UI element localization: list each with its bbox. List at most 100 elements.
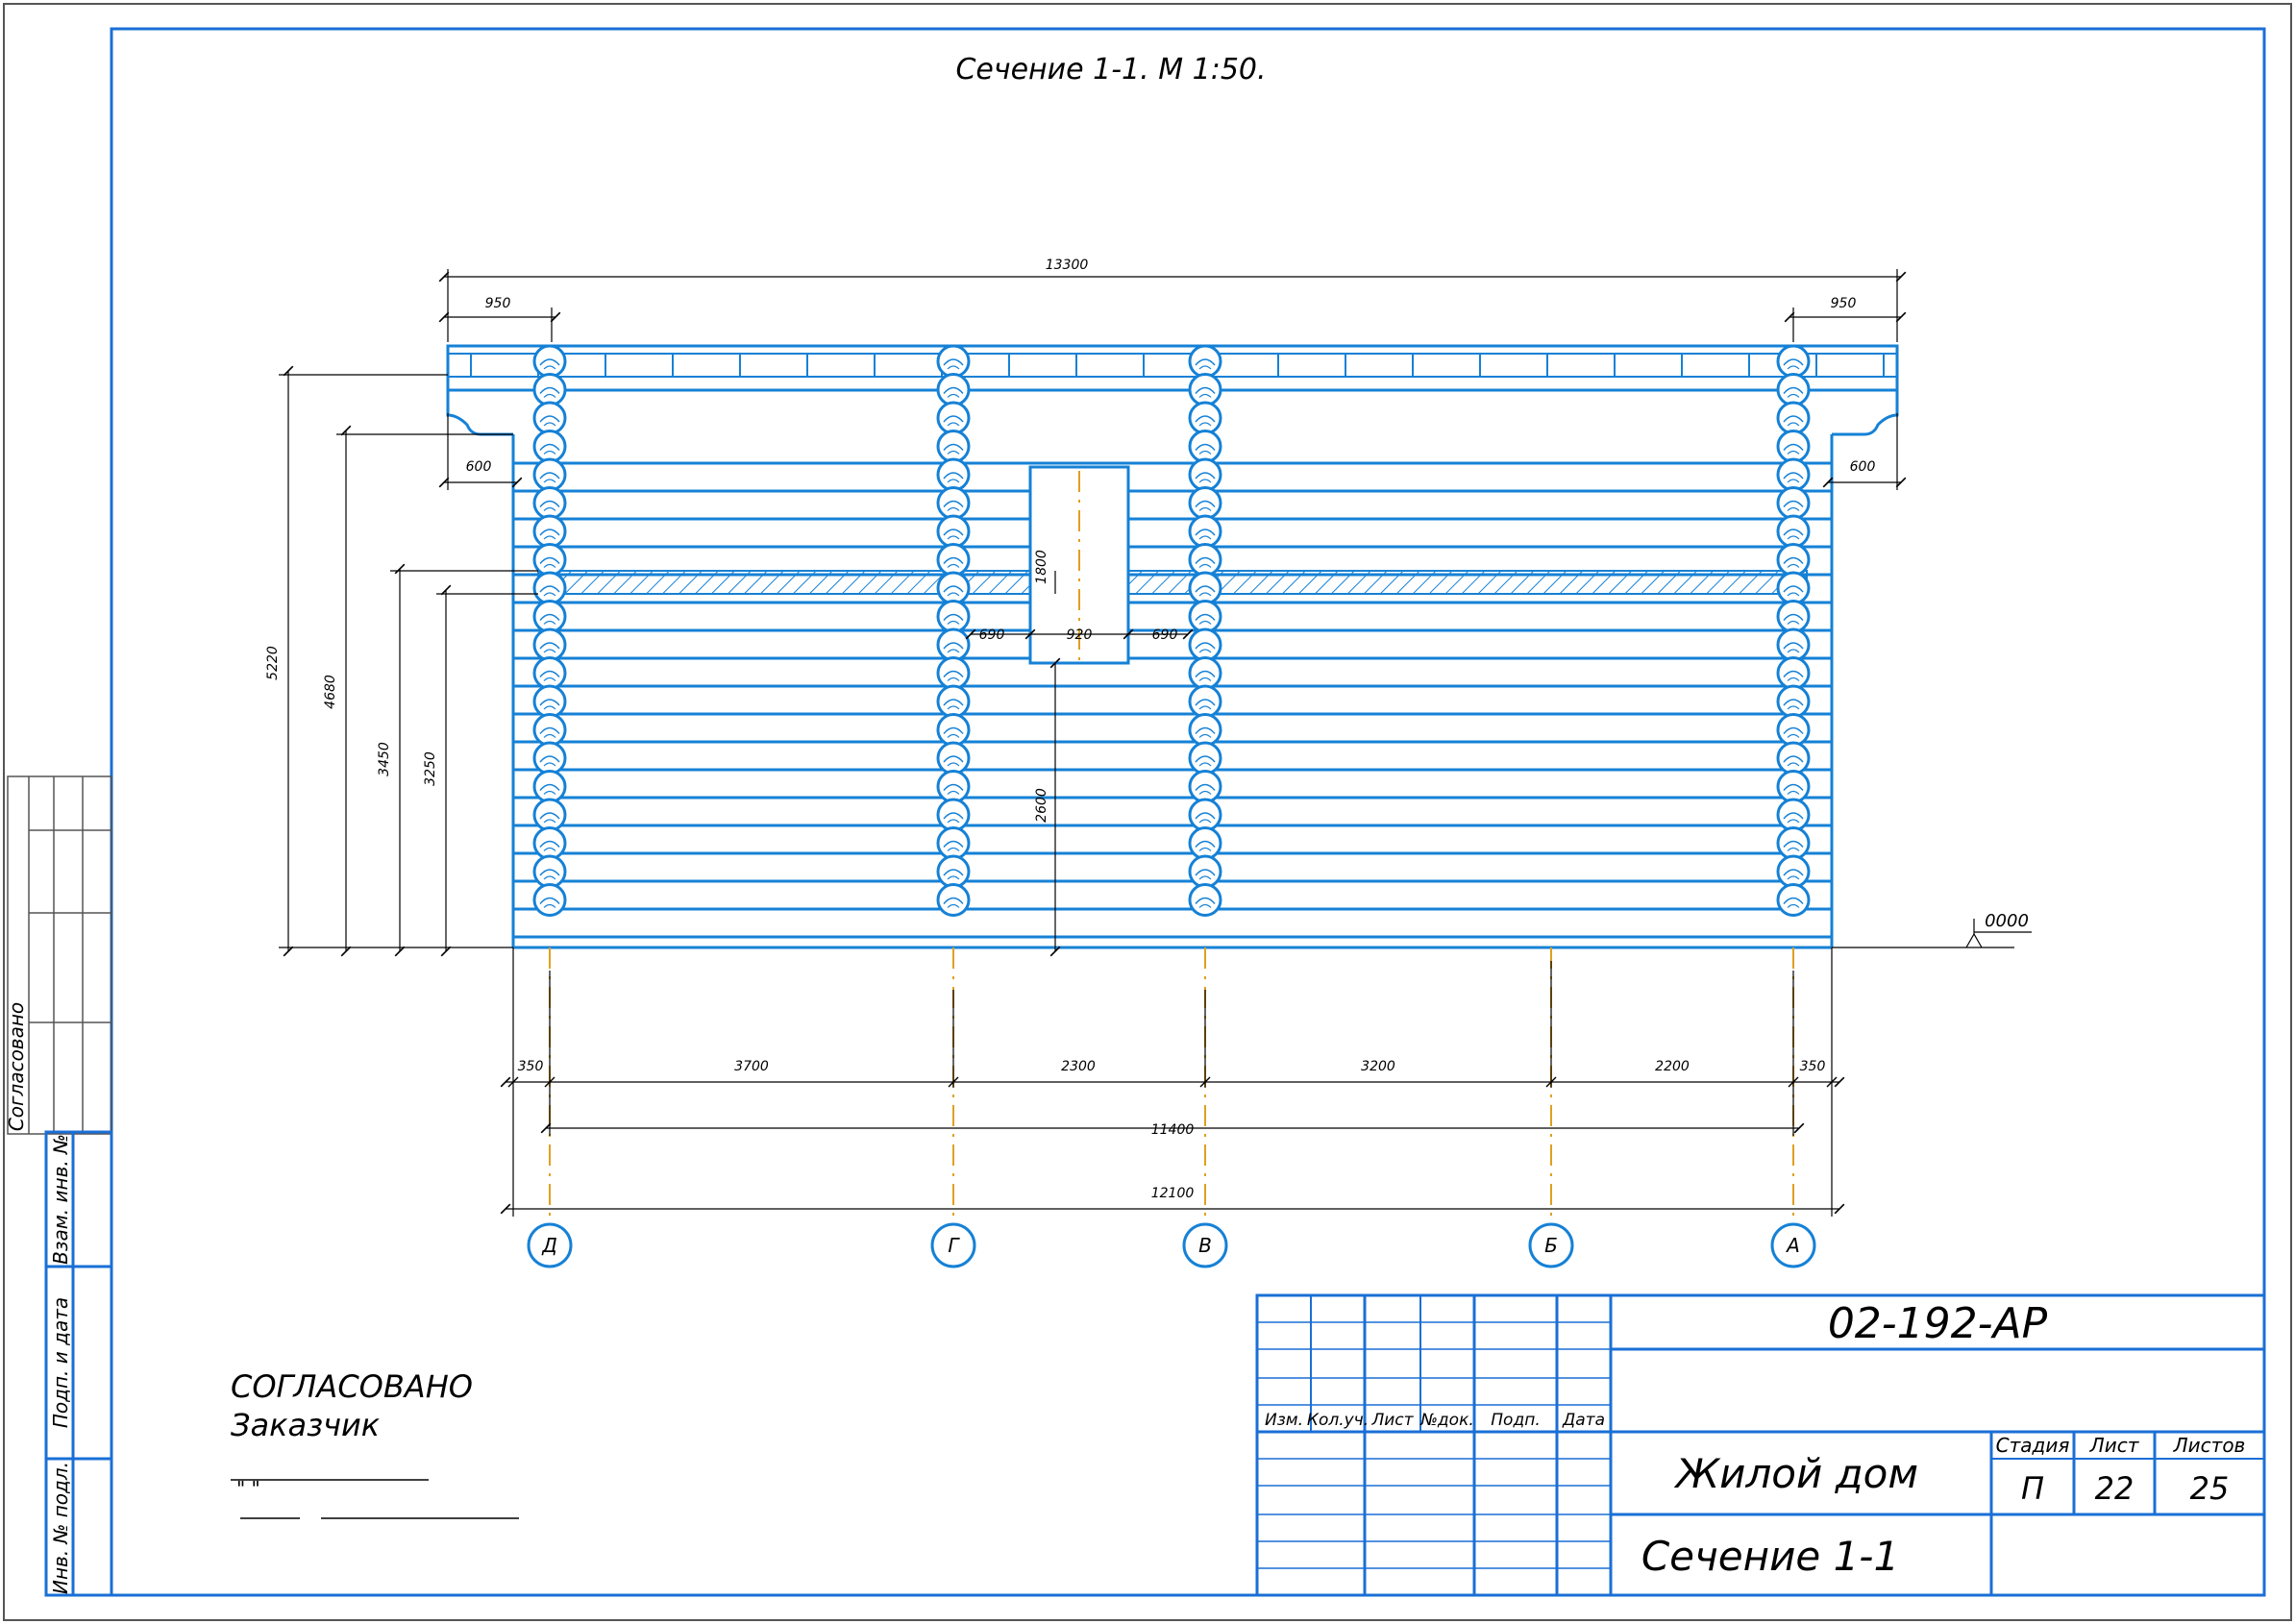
axis-marker-d: Д bbox=[527, 1222, 573, 1268]
side-agreed-label: Согласовано bbox=[5, 1002, 28, 1131]
log-end bbox=[532, 457, 567, 492]
log-end bbox=[1776, 600, 1811, 633]
side-inv-replace-label: Взам. инв. № bbox=[49, 1134, 72, 1265]
log-end bbox=[1776, 571, 1811, 605]
log-column bbox=[1776, 344, 1811, 917]
title-block bbox=[1255, 1293, 2266, 1597]
log-end bbox=[936, 770, 971, 803]
log-end bbox=[936, 854, 971, 889]
log-end bbox=[1188, 401, 1222, 435]
log-column bbox=[936, 344, 971, 917]
log-end bbox=[1188, 514, 1222, 549]
approval-quote: " " bbox=[236, 1477, 260, 1500]
svg-text:Д: Д bbox=[541, 1234, 557, 1257]
log-end bbox=[936, 627, 971, 662]
log-end bbox=[936, 430, 971, 463]
log-end bbox=[532, 798, 567, 832]
log-end bbox=[1776, 373, 1811, 406]
log-end bbox=[532, 741, 567, 775]
tb-col-izm: Изм. bbox=[1265, 1411, 1303, 1430]
log-end bbox=[1188, 713, 1222, 747]
axis-marker-g: Г bbox=[930, 1222, 976, 1268]
log-end bbox=[532, 854, 567, 889]
log-end bbox=[1188, 741, 1222, 775]
log-end bbox=[1188, 543, 1222, 577]
log-end bbox=[532, 883, 567, 917]
log-end bbox=[936, 571, 971, 605]
log-end bbox=[1776, 457, 1811, 492]
log-end bbox=[936, 798, 971, 832]
dimension-labels: 13300 950 950 600 600 5220 4680 3450 325… bbox=[265, 258, 2029, 1201]
tb-col-ndok: №док. bbox=[1419, 1411, 1474, 1430]
dim-1800: 1800 bbox=[1034, 550, 1049, 584]
dim-4680: 4680 bbox=[323, 675, 338, 709]
side-stamp bbox=[7, 775, 113, 1597]
log-end bbox=[1188, 656, 1222, 690]
tb-col-podp: Подп. bbox=[1491, 1411, 1540, 1430]
log-courses bbox=[513, 461, 1832, 939]
log-end bbox=[936, 344, 971, 379]
roof-rafters bbox=[448, 354, 1897, 378]
log-end bbox=[1776, 798, 1811, 832]
tb-sheet-value: 22 bbox=[2095, 1470, 2135, 1507]
roof-slab bbox=[446, 344, 1899, 392]
log-end bbox=[936, 543, 971, 577]
tb-stage-label: Стадия bbox=[1996, 1434, 2070, 1457]
dim-2600: 2600 bbox=[1034, 788, 1049, 823]
drawing-title: Сечение 1-1. М 1:50. bbox=[955, 53, 1266, 86]
log-end bbox=[1188, 600, 1222, 633]
log-end bbox=[1188, 344, 1222, 379]
axis-markers: Д Г В Б А bbox=[527, 1222, 1816, 1268]
dim-bottom-5: 2200 bbox=[1655, 1059, 1690, 1074]
axis-marker-a: А bbox=[1770, 1222, 1816, 1268]
eave-right bbox=[1832, 390, 1899, 436]
drawing-frame bbox=[110, 27, 2266, 1597]
log-end bbox=[936, 486, 971, 520]
tb-sheet-label: Лист bbox=[2089, 1434, 2140, 1457]
log-end bbox=[1776, 486, 1811, 520]
svg-text:Г: Г bbox=[948, 1234, 960, 1257]
log-column bbox=[1188, 344, 1222, 917]
svg-text:Б: Б bbox=[1544, 1234, 1558, 1257]
log-end bbox=[1776, 401, 1811, 435]
svg-text:В: В bbox=[1198, 1234, 1212, 1257]
dim-3450: 3450 bbox=[377, 742, 392, 776]
log-end bbox=[1776, 430, 1811, 463]
log-end bbox=[1776, 543, 1811, 577]
tb-building: Жилой дом bbox=[1673, 1450, 1918, 1497]
log-end bbox=[532, 514, 567, 549]
approval-customer: Заказчик bbox=[231, 1407, 381, 1443]
dim-690-left: 690 bbox=[979, 627, 1005, 643]
side-sign-date-label: Подп. и дата bbox=[49, 1297, 72, 1428]
dim-bottom-3: 2300 bbox=[1061, 1059, 1096, 1074]
dim-600-right: 600 bbox=[1850, 459, 1876, 475]
log-end bbox=[1776, 826, 1811, 860]
log-end bbox=[1188, 854, 1222, 889]
svg-text:А: А bbox=[1785, 1234, 1800, 1257]
axis-marker-b: Б bbox=[1528, 1222, 1574, 1268]
log-end bbox=[936, 684, 971, 719]
axis-marker-v: В bbox=[1182, 1222, 1228, 1268]
tb-code: 02-192-АР bbox=[1828, 1299, 2048, 1348]
log-end bbox=[532, 344, 567, 379]
dim-bottom-6: 350 bbox=[1800, 1059, 1826, 1074]
tb-stage-value: П bbox=[2021, 1470, 2044, 1507]
dim-690-right: 690 bbox=[1152, 627, 1178, 643]
tb-col-data: Дата bbox=[1562, 1411, 1605, 1430]
dimensions bbox=[279, 269, 2032, 1217]
log-end bbox=[1188, 373, 1222, 406]
log-end bbox=[1188, 684, 1222, 719]
log-end bbox=[1188, 826, 1222, 860]
approval-title: СОГЛАСОВАНО bbox=[231, 1368, 473, 1405]
dim-600-left: 600 bbox=[466, 459, 492, 475]
dim-950-left: 950 bbox=[485, 296, 511, 311]
log-end bbox=[936, 741, 971, 775]
log-end bbox=[532, 571, 567, 605]
log-end bbox=[532, 656, 567, 690]
log-end bbox=[1188, 571, 1222, 605]
dim-3250: 3250 bbox=[423, 751, 438, 786]
dim-13300: 13300 bbox=[1046, 258, 1089, 273]
log-end bbox=[1776, 770, 1811, 803]
log-end bbox=[532, 713, 567, 747]
